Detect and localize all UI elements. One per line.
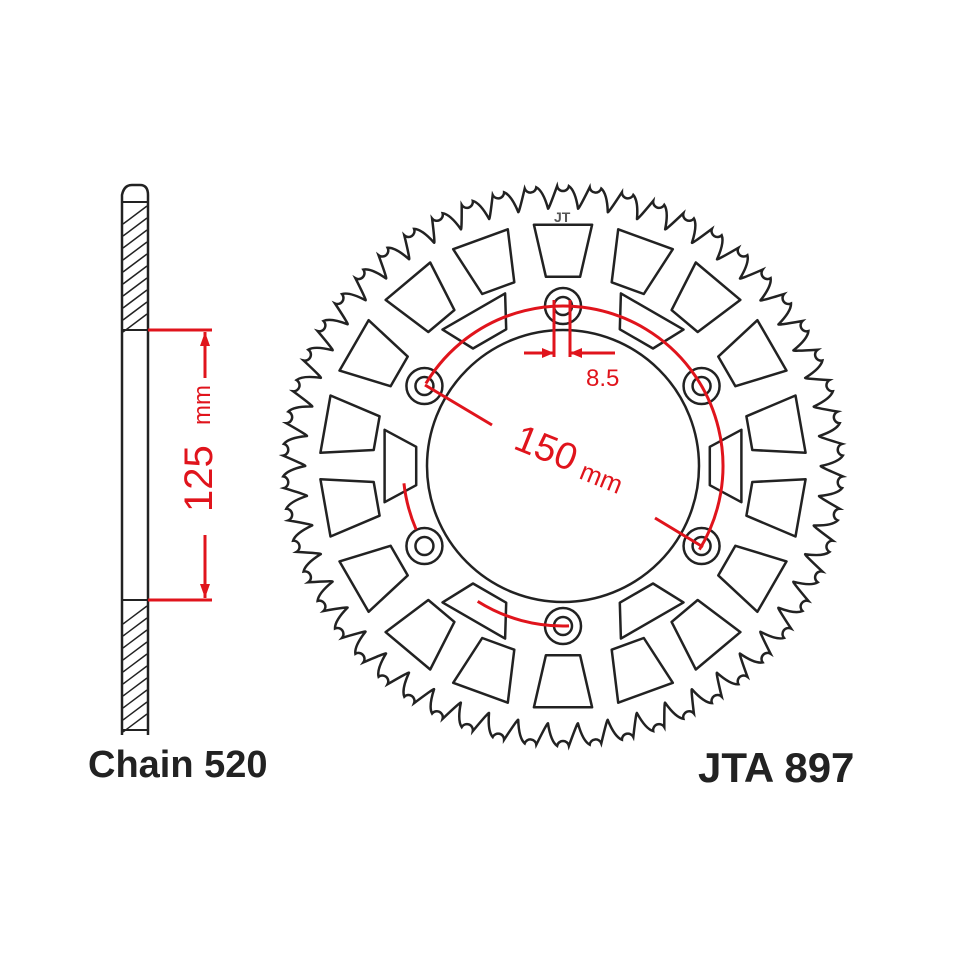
pcd-arc (476, 600, 570, 628)
pcd-value-label: 150 (509, 417, 584, 480)
hatch-line (122, 301, 148, 321)
hatch-line (122, 605, 148, 625)
hatch-line (122, 241, 148, 261)
pcd-arc (402, 483, 418, 531)
bolt-hole (414, 535, 435, 557)
side-outline (120, 183, 150, 735)
inner-window (708, 428, 743, 504)
pcd-leader (654, 516, 704, 549)
bolt-hole (691, 535, 712, 557)
part-number-label: JTA 897 (698, 744, 855, 791)
outer-window (384, 598, 456, 671)
outer-window (670, 261, 742, 334)
hatch-line (122, 641, 148, 661)
arrowhead (570, 348, 582, 358)
outer-window (745, 477, 807, 538)
outer-window (717, 318, 788, 388)
outer-window (745, 394, 807, 455)
hatch-line (122, 205, 148, 225)
hatch-line (122, 217, 148, 237)
bolt-hole-value-label: 8.5 (586, 365, 619, 392)
outer-window (670, 598, 742, 671)
dimension-lines (148, 300, 725, 628)
hatch-line (122, 665, 148, 685)
inner-window (618, 292, 685, 350)
hatch-line (122, 617, 148, 637)
inner-window (618, 582, 685, 640)
outer-window (610, 228, 675, 296)
outer-window (319, 477, 381, 538)
bolt-boss (405, 526, 444, 566)
hatch-line (122, 629, 148, 649)
outer-window (532, 653, 594, 709)
jt-logo: JT (554, 209, 571, 225)
inner-window (383, 428, 418, 504)
outer-window (451, 636, 516, 704)
pcd-unit-label: mm (576, 456, 627, 500)
arrowhead (200, 584, 210, 598)
outer-window (451, 228, 516, 296)
hatch-line (122, 313, 148, 333)
hatch-line (122, 253, 148, 273)
inner-window (441, 292, 508, 350)
outer-window (717, 544, 788, 614)
outer-window (384, 261, 456, 334)
center-bore-unit-label: mm (189, 385, 216, 425)
hatch-line (122, 277, 148, 297)
hatch-line (122, 701, 148, 721)
hatch-line (122, 653, 148, 673)
bolt-hole (414, 375, 435, 397)
hatch-line (122, 713, 148, 733)
outer-window (610, 636, 675, 704)
center-bore (425, 328, 701, 604)
hatch-line (122, 265, 148, 285)
outer-window (532, 223, 594, 279)
outer-window (338, 318, 409, 388)
hatch-line (122, 677, 148, 697)
hatch-line (122, 229, 148, 249)
sprocket-teeth (278, 181, 848, 751)
center-bore-value-label: 125 (177, 445, 221, 512)
side-profile (120, 183, 150, 735)
arrowhead (542, 348, 554, 358)
inner-window (441, 582, 508, 640)
hatch-line (122, 689, 148, 709)
chain-label: Chain 520 (88, 744, 268, 786)
arrowhead (200, 332, 210, 346)
hatch-line (122, 289, 148, 309)
bolt-hole (691, 375, 712, 397)
outer-window (338, 544, 409, 614)
sprocket-front-view (278, 181, 848, 751)
outer-window (319, 394, 381, 455)
pcd-leader (424, 383, 493, 427)
pcd-arc (424, 304, 725, 551)
